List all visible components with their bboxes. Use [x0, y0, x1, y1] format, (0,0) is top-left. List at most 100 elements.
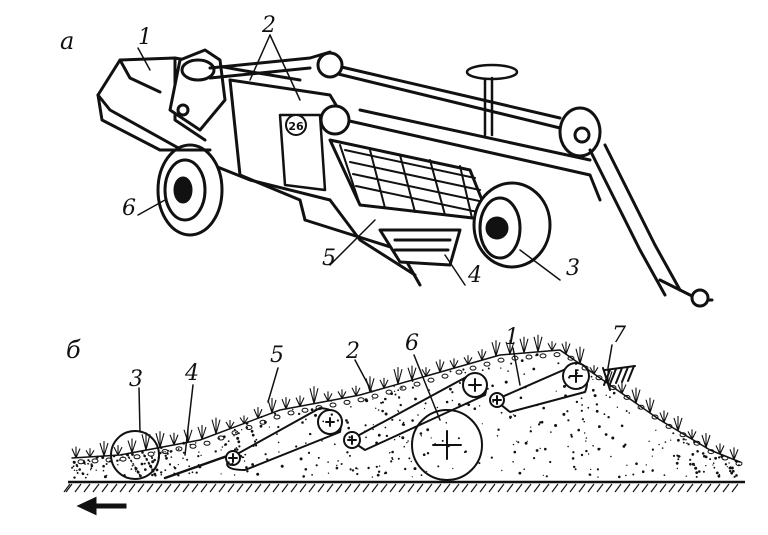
soil-particle: [397, 396, 401, 399]
soil-particle: [585, 437, 588, 439]
tuber: [231, 430, 239, 436]
soil-particle: [426, 470, 428, 472]
soil-particle: [348, 436, 351, 439]
tuber: [427, 377, 435, 383]
soil-particle: [182, 441, 186, 445]
soil-particle: [542, 406, 545, 410]
soil-particle: [447, 444, 450, 448]
soil-particle: [103, 475, 107, 479]
soil-particle: [200, 454, 202, 457]
soil-particle: [664, 441, 667, 443]
soil-particle: [384, 397, 387, 401]
soil-particle: [238, 445, 241, 448]
tuber: [539, 353, 547, 359]
tuber: [203, 440, 211, 446]
soil-particle: [712, 464, 714, 466]
soil-particle: [268, 426, 270, 428]
soil-particle: [233, 435, 235, 437]
soil-particle: [544, 447, 547, 451]
soil-particle: [367, 466, 370, 470]
soil-particle: [713, 466, 716, 469]
soil-particle: [221, 446, 224, 448]
soil-particle: [434, 443, 437, 446]
soil-particle: [564, 394, 567, 398]
tuber: [287, 410, 295, 416]
soil-particle: [658, 443, 660, 446]
soil-particle: [305, 442, 307, 444]
tuber: [707, 449, 715, 455]
soil-particle: [301, 421, 304, 424]
soil-particle: [604, 433, 608, 436]
vegetation-tuft: [533, 334, 543, 352]
soil-particle: [605, 394, 607, 396]
soil-particle: [260, 415, 263, 418]
soil-particle: [592, 378, 594, 381]
vegetation-tuft: [169, 432, 179, 446]
tuber: [525, 354, 533, 360]
soil-particle: [703, 454, 706, 458]
tuber: [175, 446, 183, 452]
soil-particle: [251, 463, 255, 466]
soil-particle: [465, 402, 468, 405]
soil-particle: [311, 474, 313, 476]
soil-particle: [411, 476, 413, 478]
label-a-6: 6: [122, 196, 136, 221]
soil-particle: [87, 459, 90, 462]
ground-surface: [63, 480, 745, 493]
soil-particle: [124, 475, 126, 478]
soil-particle: [423, 407, 426, 410]
soil-particle: [169, 450, 173, 453]
soil-particle: [147, 462, 151, 465]
hatch-mark: [731, 483, 739, 493]
soil-particle: [159, 451, 162, 455]
soil-particle: [437, 465, 440, 468]
tuber: [413, 381, 421, 387]
hatch-mark: [83, 483, 91, 493]
soil-particle: [571, 457, 575, 460]
hatch-mark: [677, 483, 685, 493]
soil-particle: [246, 470, 249, 473]
soil-particle: [715, 471, 719, 475]
ground-hatching: [65, 483, 739, 493]
soil-particle: [321, 440, 323, 442]
tuber: [651, 414, 659, 420]
soil-particle: [408, 457, 411, 460]
soil-particle: [365, 436, 367, 439]
soil-particle: [73, 469, 76, 471]
hatch-mark: [488, 483, 496, 493]
soil-particle: [102, 464, 105, 468]
hatch-mark: [371, 483, 379, 493]
disc-knife: [110, 430, 160, 480]
vegetation-tuft: [631, 387, 641, 404]
soil-particle: [162, 451, 164, 453]
hatch-mark: [245, 483, 253, 493]
soil-particle: [402, 423, 406, 426]
soil-particle: [639, 407, 641, 409]
soil-particle: [587, 453, 590, 455]
soil-particle: [76, 469, 78, 472]
soil-particle: [88, 460, 91, 463]
soil-particle: [186, 458, 189, 461]
label-b-7: 7: [612, 323, 626, 348]
soil-particle: [598, 425, 601, 428]
soil-particle: [363, 430, 366, 433]
soil-particle: [618, 475, 621, 479]
tuber: [119, 456, 127, 462]
soil-particle: [314, 413, 317, 417]
digging-share: [378, 228, 462, 267]
soil-particle: [130, 468, 133, 470]
tuber: [497, 357, 505, 363]
soil-texture: [71, 334, 743, 479]
soil-particle: [689, 458, 692, 461]
soil-particle: [393, 385, 395, 387]
soil-particle: [730, 471, 734, 475]
vegetation-tuft: [337, 389, 347, 399]
soil-particle: [729, 469, 732, 473]
tuber: [665, 423, 673, 429]
soil-particle: [372, 398, 374, 400]
number-plate: 26: [285, 114, 307, 136]
soil-particle: [717, 474, 720, 477]
vegetation-tuft: [575, 346, 585, 365]
hatch-mark: [614, 483, 622, 493]
soil-particle: [512, 461, 514, 463]
